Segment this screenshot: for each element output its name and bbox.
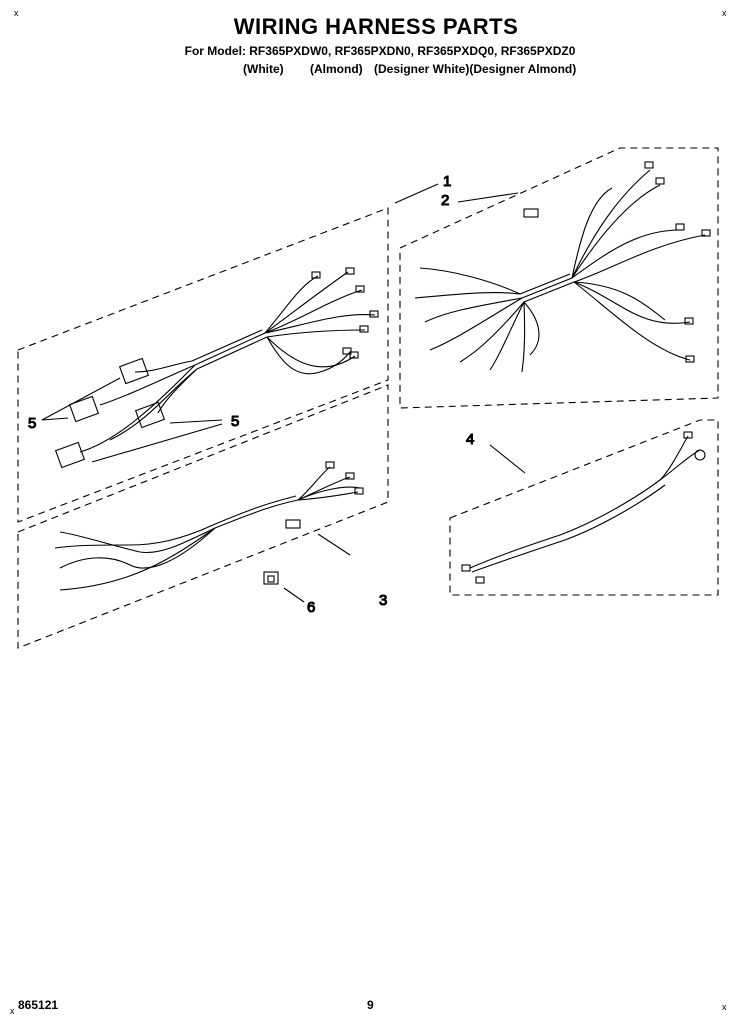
callout-1: 1	[443, 173, 451, 190]
variant-white: (White)	[243, 62, 284, 76]
wire-harness-part-2	[414, 161, 711, 373]
wire-harness-part-1	[54, 267, 379, 469]
callout-4: 4	[466, 431, 474, 448]
callout-2: 2	[441, 192, 449, 209]
corner-mark-bottom-left: x	[10, 1006, 15, 1016]
callout-3: 3	[379, 592, 387, 609]
assembly-box-part-3	[17, 384, 389, 649]
page-number: 9	[367, 998, 374, 1012]
leader-lines	[41, 183, 526, 603]
page-title: WIRING HARNESS PARTS	[233, 14, 519, 39]
callout-5-left: 5	[28, 415, 36, 432]
variant-designer: (Designer White)(Designer Almond)	[374, 62, 577, 76]
assembly-box-part-1	[17, 207, 389, 523]
harness-clip-part-6	[263, 571, 279, 585]
model-list: For Model: RF365PXDW0, RF365PXDN0, RF365…	[184, 44, 576, 58]
wire-harness-part-3	[54, 461, 364, 591]
callout-5-right: 5	[231, 413, 239, 430]
corner-mark-top-left: x	[14, 8, 19, 18]
wire-harness-part-4	[461, 431, 706, 584]
corner-mark-bottom-right: x	[722, 1002, 727, 1012]
variant-almond: (Almond)	[310, 62, 363, 76]
callout-6: 6	[307, 599, 315, 616]
corner-mark-top-right: x	[722, 8, 727, 18]
doc-number: 865121	[18, 998, 59, 1012]
assembly-box-part-4	[449, 419, 719, 596]
